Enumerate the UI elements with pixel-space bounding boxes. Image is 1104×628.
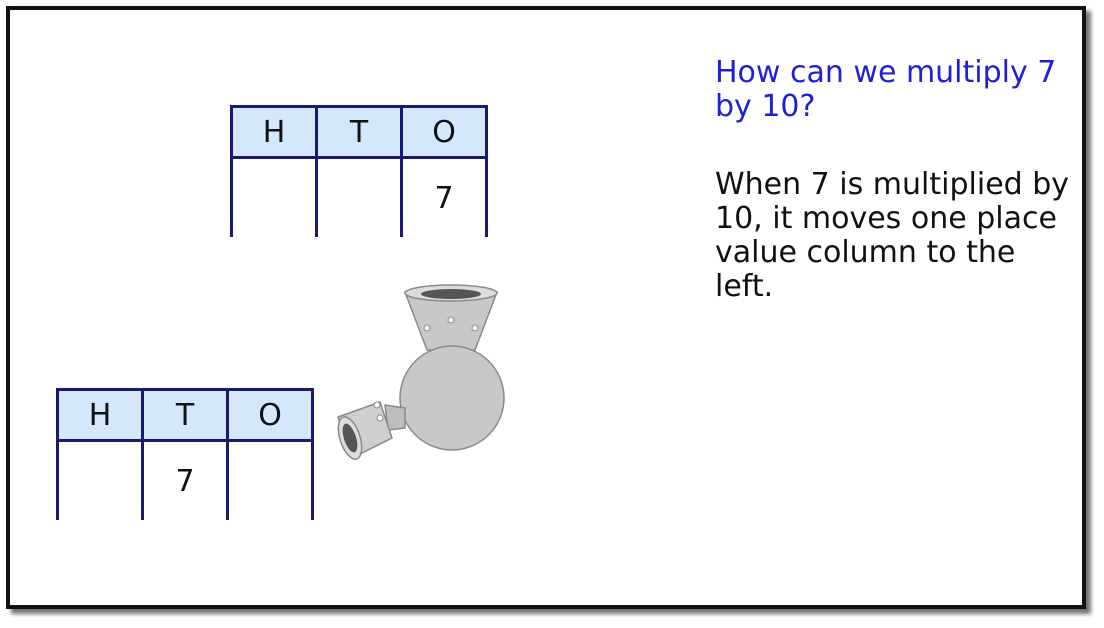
place-value-table-after: H T O 7	[56, 388, 314, 520]
multiplying-machine-icon	[337, 284, 505, 460]
header-hundreds: H	[56, 388, 144, 442]
cell-tens: 7	[141, 440, 229, 520]
place-value-table-before: H T O 7	[230, 105, 488, 237]
cell-hundreds	[56, 440, 144, 520]
header-tens: T	[315, 105, 403, 159]
cell-hundreds	[230, 157, 318, 237]
cell-ones: 7	[400, 157, 488, 237]
header-tens: T	[141, 388, 229, 442]
explanation-text: When 7 is multiplied by 10, it moves one…	[715, 167, 1070, 304]
cell-ones	[226, 440, 314, 520]
header-ones: O	[226, 388, 314, 442]
header-ones: O	[400, 105, 488, 159]
cell-tens	[315, 157, 403, 237]
header-hundreds: H	[230, 105, 318, 159]
question-heading: How can we multiply 7 by 10?	[715, 55, 1057, 124]
